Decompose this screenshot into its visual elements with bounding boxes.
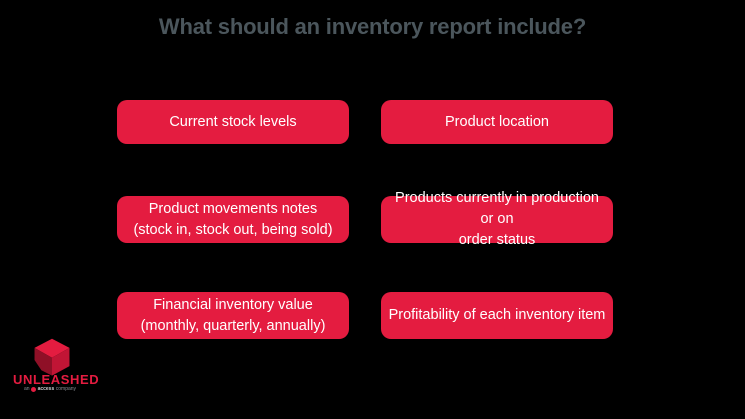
box-label: Profitability of each inventory item [388,307,606,323]
box-label: Product location [445,113,549,130]
tagline-suffix: company [55,386,77,392]
box-profitability: Profitability of each inventory item [381,292,613,339]
box-label: Current stock levels [169,113,297,130]
box-label: order status [458,232,536,248]
access-dot-icon [31,386,37,392]
box-label: Product movements notes [148,200,318,217]
box-product-location: Product location [381,100,613,144]
logo-wordmark: UNLEASHED [13,372,100,387]
tagline-prefix: an [24,386,30,392]
box-label: Products currently in production or on [395,190,599,227]
box-current-stock-levels: Current stock levels [117,100,349,144]
box-label: (stock in, stock out, being sold) [133,221,333,238]
logo-tagline: an access company [24,386,104,392]
box-label: (monthly, quarterly, annually) [140,317,326,334]
cube-icon [34,338,70,376]
box-financial-inventory-value: Financial inventory value (monthly, quar… [117,292,349,339]
box-label: Financial inventory value [153,296,313,313]
box-production-or-order-status: Products currently in production or on o… [381,190,613,248]
box-product-movements-notes: Product movements notes (stock in, stock… [117,196,349,243]
page-title: What should an inventory report include? [158,14,587,39]
tagline-brand: access [37,386,55,392]
